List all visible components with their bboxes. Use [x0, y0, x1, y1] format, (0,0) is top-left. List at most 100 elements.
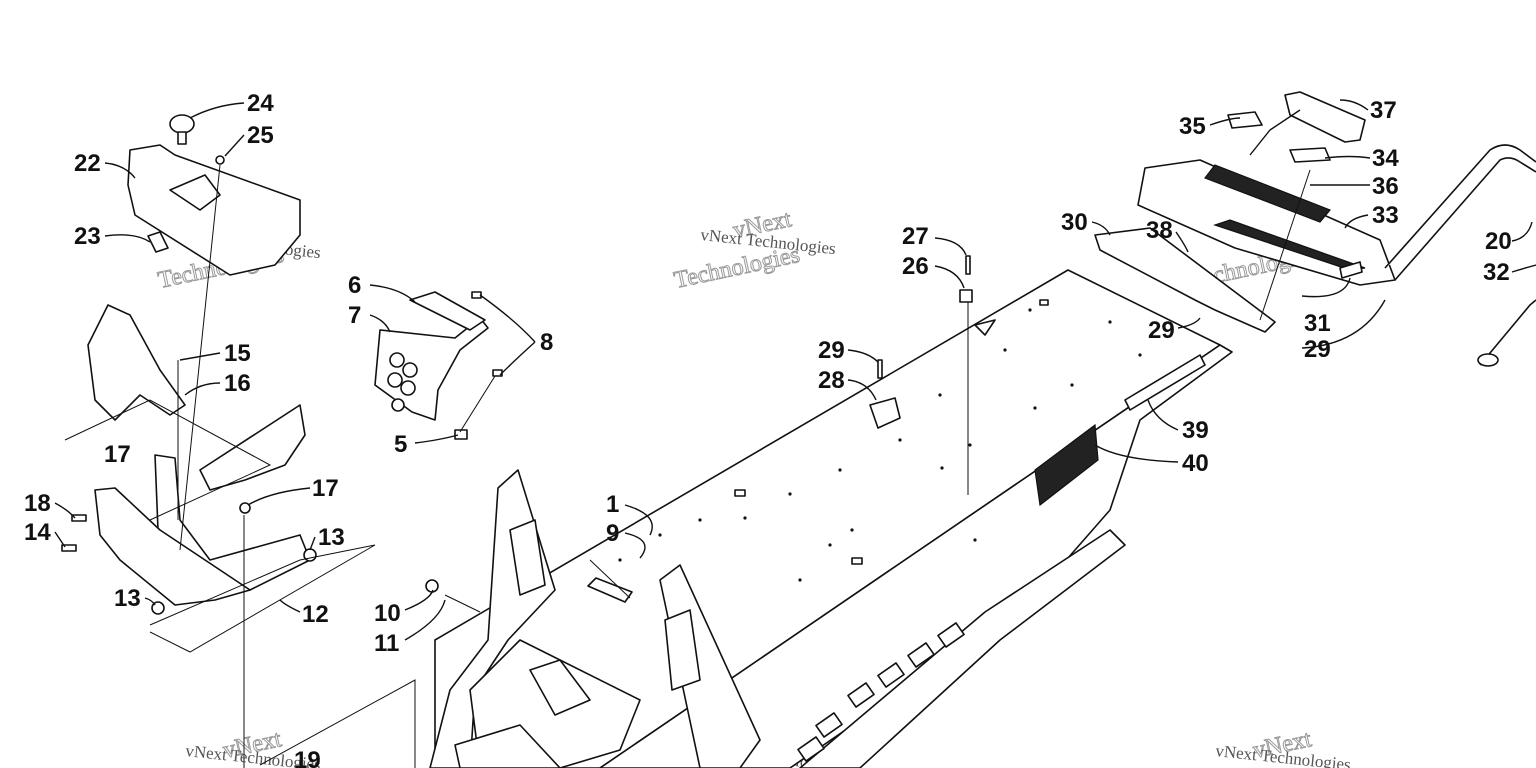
callout-20: 20	[1485, 228, 1512, 255]
console-housing	[127, 144, 301, 276]
steering-bracket	[374, 291, 503, 440]
callout-14: 14	[24, 519, 51, 546]
watermark-top-center: vNext vNext Technologies Technologies	[671, 206, 836, 295]
callout-25: 25	[247, 122, 274, 149]
callout-16: 16	[224, 370, 251, 397]
bulkhead-lower	[454, 724, 561, 768]
tail-light-lens	[1204, 164, 1331, 223]
callout-11: 11	[374, 630, 399, 657]
screw-25	[215, 155, 225, 165]
nut-10	[425, 579, 439, 593]
callout-7: 7	[348, 302, 361, 329]
bracket-hole	[389, 352, 405, 368]
callout-19: 19	[294, 747, 321, 768]
callout-12: 12	[302, 601, 329, 628]
callout-15: 15	[224, 340, 251, 367]
handle-end	[1477, 353, 1499, 367]
lower-bracket	[94, 487, 251, 606]
bracket-hole	[400, 380, 416, 396]
bracket-hole	[402, 362, 418, 378]
callout-10: 10	[374, 600, 401, 627]
left-side-panel	[61, 304, 416, 768]
grab-handle-upper-inner	[1394, 157, 1536, 281]
callout-26: 26	[902, 253, 929, 280]
clip-26	[959, 289, 973, 303]
console-assembly	[127, 114, 301, 276]
bolt-14	[61, 544, 77, 552]
callout-9: 9	[606, 520, 619, 547]
deck-rivets	[618, 308, 1142, 582]
console-recess	[169, 174, 221, 211]
bracket-31	[1339, 261, 1363, 279]
bolt-9	[587, 577, 633, 603]
callout-40: 40	[1182, 450, 1209, 477]
callout-28: 28	[818, 367, 845, 394]
callout-29a: 29	[818, 337, 845, 364]
screw-29a	[877, 359, 883, 379]
bolt-18	[71, 514, 87, 522]
reflector-35	[1227, 111, 1263, 129]
callout-33: 33	[1372, 202, 1399, 229]
callout-22: 22	[74, 150, 101, 177]
running-board-cutouts	[797, 622, 965, 762]
clip-23	[147, 231, 169, 253]
bulkhead-window	[509, 519, 546, 596]
callout-34: 34	[1372, 145, 1399, 172]
bracket-hole	[391, 398, 405, 412]
callout-24: 24	[247, 90, 274, 117]
callout-35: 35	[1179, 113, 1206, 140]
callout-6: 6	[348, 272, 361, 299]
callout-18: 18	[24, 490, 51, 517]
running-board	[799, 529, 1126, 768]
callout-31: 31	[1304, 310, 1331, 337]
callout-36: 36	[1372, 173, 1399, 200]
gasket-12	[149, 544, 376, 653]
bracket-6	[409, 291, 486, 331]
watermark-text: Technologies	[672, 242, 802, 294]
side-decal	[1034, 423, 1099, 507]
callout-32: 32	[1483, 259, 1510, 286]
deck-slot	[734, 489, 746, 497]
bracket-hole	[387, 372, 403, 388]
callout-5: 5	[394, 431, 407, 458]
watermark-bottom-right: vNext vNext Technologies	[1215, 726, 1352, 768]
reflector	[1124, 354, 1206, 411]
callout-29c: 29	[1304, 336, 1331, 363]
tail-light-strip	[1213, 219, 1366, 271]
rear-assembly	[1094, 91, 1536, 367]
reflector-34	[1289, 147, 1331, 163]
screw-27	[965, 255, 971, 275]
deck-slot	[851, 557, 863, 565]
side-arm	[199, 404, 306, 491]
bumper-strap	[1249, 109, 1301, 156]
callout-29b: 29	[1148, 317, 1175, 344]
gasket-lower	[259, 679, 416, 768]
bumper-37	[1284, 91, 1366, 143]
nut-17	[239, 502, 251, 514]
callout-30: 30	[1061, 209, 1088, 236]
callout-1: 1	[606, 491, 619, 518]
gasket-outline	[64, 399, 272, 521]
bolt-8a	[471, 291, 482, 299]
deck-slot	[1039, 299, 1049, 306]
front-upright-window	[664, 609, 701, 691]
plate-30	[1094, 227, 1276, 333]
leader-lines	[54, 99, 1536, 768]
deck-bracket	[974, 319, 996, 336]
bumper-28	[869, 397, 901, 429]
bulkhead-cutout	[529, 659, 591, 716]
callout-17a: 17	[104, 441, 131, 468]
callout-labels: 1 5 6 7 8 9 10 11 12 13 13 14 15 16 17 1…	[24, 90, 1512, 768]
grab-handle-lower	[1479, 299, 1536, 366]
callout-39: 39	[1182, 417, 1209, 444]
callout-27: 27	[902, 223, 929, 250]
knob-stem	[177, 131, 187, 145]
callout-38: 38	[1146, 217, 1173, 244]
callout-17b: 17	[312, 475, 339, 502]
bulkhead-frame	[429, 469, 761, 768]
clip-5	[454, 429, 468, 440]
callout-37: 37	[1370, 97, 1397, 124]
callout-8: 8	[540, 329, 553, 356]
callout-13a: 13	[318, 524, 345, 551]
